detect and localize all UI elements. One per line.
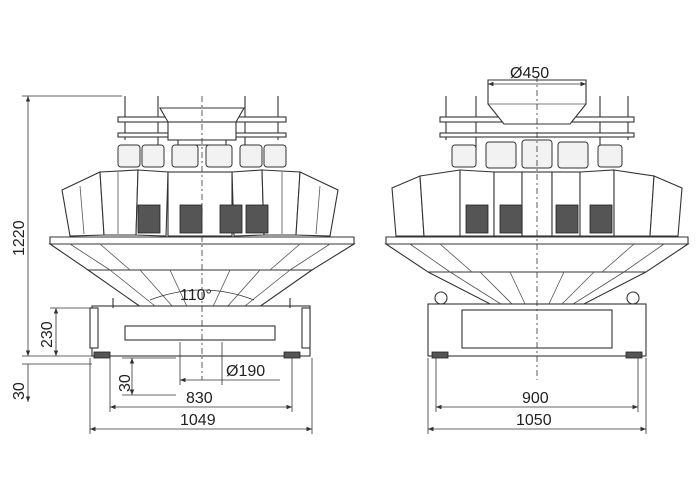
left-foot-height-dimension: 30 [11,363,92,402]
left-weigh-hoppers [61,169,339,237]
right-view: Ø450 900 1050 [384,65,690,434]
left-overall-width-label: 1049 [180,412,216,429]
left-feed-hoppers [117,139,287,168]
left-overall-height-label: 1220 [11,220,28,256]
left-overall-width-dimension: 1049 [89,358,313,434]
left-base-frame [89,298,311,359]
left-angle-dimension: 110° [149,287,255,304]
right-inlet-diameter-label: Ø450 [510,65,549,82]
left-base-height-label: 230 [39,321,56,348]
right-overall-width-label: 1050 [516,412,552,429]
left-view: 110° Ø190 30 830 1049 [11,95,356,434]
left-base-height-dimension: 230 [39,307,92,356]
right-feed-hoppers [451,139,623,169]
left-outlet-diameter-label: Ø190 [226,363,265,380]
left-outlet-diameter-dimension: Ø190 [179,342,280,385]
right-overall-width-dimension: 1050 [427,358,647,434]
right-inner-width-dimension: 900 [435,358,639,412]
right-inner-width-label: 900 [522,390,549,407]
left-overall-height-dimension: 1220 [11,95,122,357]
right-inlet-diameter-dimension: Ø450 [487,65,587,96]
left-foot-height-label: 30 [11,382,28,400]
left-inner-width-label: 830 [186,390,213,407]
right-weigh-hoppers [391,169,683,237]
left-inner-width-dimension: 830 [109,358,293,412]
left-outlet-height-label: 30 [117,374,134,392]
left-angle-label: 110° [180,287,212,304]
left-outlet-height-dimension: 30 [117,357,176,396]
